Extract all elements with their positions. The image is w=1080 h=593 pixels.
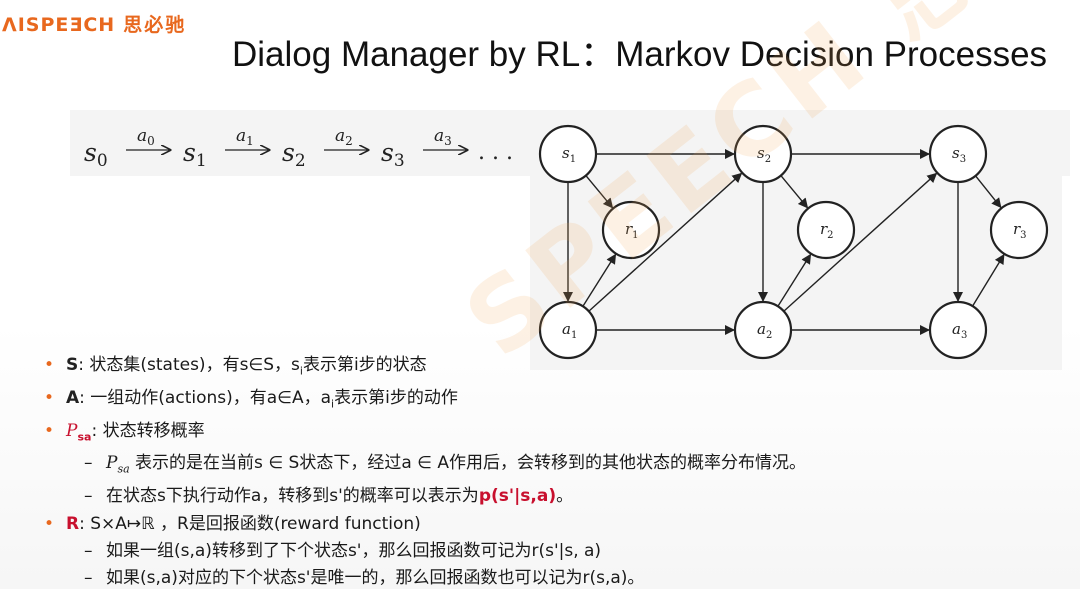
edge-s2-r2 — [780, 175, 809, 209]
mdp-graph: s1 s2 s3 r1 r2 r3 a1 a2 a3 — [538, 124, 1049, 360]
seq-state-0: s0 — [84, 138, 108, 171]
edge-a3-r3 — [971, 253, 1005, 307]
node-a3: a3 — [928, 300, 988, 360]
node-a2: a2 — [733, 300, 793, 360]
seq-state-3: s3 — [381, 138, 405, 171]
sub-bullet-psa-notation: –在状态s下执行动作a，转移到s'的概率可以表示为p(s'|s,a)。 — [84, 486, 574, 507]
node-s1: s1 — [538, 124, 598, 184]
psa-symbol: Psa — [66, 420, 92, 443]
seq-action-0: a0 — [137, 126, 155, 148]
prob-formula: p(s'|s,a) — [478, 486, 557, 507]
state-action-sequence: s0 s1 s2 s3 a0 a1 a2 a3 . . . — [84, 126, 513, 171]
edge-a1-r1 — [582, 253, 617, 307]
bullet-states: •S: 状态集(states)，有s∈S，si表示第i步的状态 — [44, 355, 427, 378]
bullet-reward: •R: S×A↦ℝ ，R是回报函数(reward function) — [44, 513, 421, 534]
edge-s1-r1 — [585, 175, 614, 209]
logo-brand: ΛISPEƎCH — [2, 14, 116, 36]
node-r1: r1 — [601, 200, 661, 260]
edge-a2-r2 — [777, 253, 812, 307]
node-s2: s2 — [733, 124, 793, 184]
bullet-actions: •A: 一组动作(actions)，有a∈A，ai表示第i步的动作 — [44, 387, 458, 411]
sub-bullet-psa-meaning: –Psa 表示的是在当前s ∈ S状态下，经过a ∈ A作用后，会转移到的其他状… — [84, 453, 806, 476]
logo-cn: 思必驰 — [123, 14, 187, 36]
edge-a1-s2 — [588, 172, 743, 312]
seq-action-3: a3 — [434, 126, 452, 148]
edge-a2-s3 — [783, 172, 938, 312]
seq-state-2: s2 — [282, 138, 306, 171]
bullet-transition-prob: •Psa: 状态转移概率 — [44, 420, 205, 443]
bullet-list: •S: 状态集(states)，有s∈S，si表示第i步的状态 •A: 一组动作… — [44, 352, 806, 593]
node-r3: r3 — [989, 200, 1049, 260]
seq-ellipsis: . . . — [478, 140, 513, 165]
sub-bullet-reward-1: –如果一组(s,a)转移到了下个状态s'，那么回报函数可记为r(s'|s, a) — [84, 541, 602, 561]
node-a1: a1 — [538, 300, 598, 360]
seq-action-1: a1 — [236, 126, 254, 148]
seq-action-2: a2 — [335, 126, 353, 148]
seq-state-1: s1 — [183, 138, 207, 171]
edge-s3-r3 — [974, 175, 1002, 209]
slide-title: Dialog Manager by RL：Markov Decision Pro… — [232, 35, 1048, 74]
node-r2: r2 — [796, 200, 856, 260]
node-s3: s3 — [928, 124, 988, 184]
company-logo: ΛISPEƎCH 思必驰 — [2, 10, 186, 37]
sub-bullet-reward-2: –如果(s,a)对应的下个状态s'是唯一的，那么回报函数也可以记为r(s,a)。 — [84, 568, 645, 589]
